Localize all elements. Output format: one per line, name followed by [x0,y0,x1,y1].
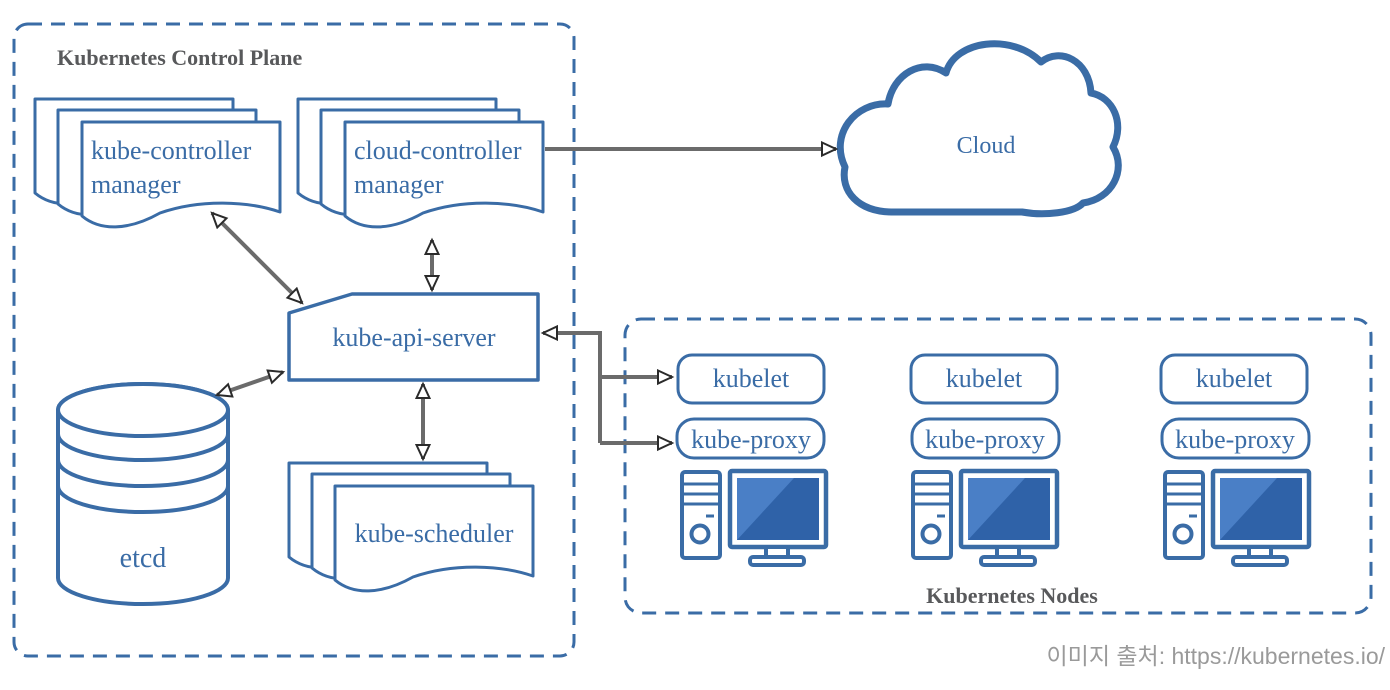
node-column-1: kubelet kube-proxy [675,353,826,565]
computer-icon [1165,471,1309,565]
nodes-border [623,317,1373,615]
arrow-controller-manager-api-server [212,213,302,303]
cloud-controller-manager-label-line2: manager [354,170,444,199]
node-column-2: kubelet kube-proxy [909,353,1061,565]
node-column-3: kubelet kube-proxy [1159,353,1311,565]
control-plane-title: Kubernetes Control Plane [57,45,302,70]
kube-proxy-label: kube-proxy [1175,425,1295,454]
arrows [212,149,836,459]
cloud-controller-manager: cloud-controller manager [296,97,545,229]
kube-scheduler-label: kube-scheduler [355,519,514,548]
database-icon-rings [56,433,230,514]
arrow-nodes-api-server-trunk [543,333,602,443]
etcd-label: etcd [120,543,167,574]
document-stack-icon-front [333,484,535,593]
kube-proxy-label: kube-proxy [691,425,811,454]
kube-proxy-box [910,417,1061,460]
kubelet-box [676,353,826,405]
kube-proxy-label: kube-proxy [925,425,1045,454]
cloud-label: Cloud [957,133,1016,159]
cloud-controller-manager-label-line1: cloud-controller [354,136,522,165]
control-plane-border [12,22,576,658]
control-plane-group: Kubernetes Control Plane [12,22,576,658]
kubelet-box [909,353,1059,405]
database-icon-top [56,382,230,438]
kube-proxy-box [1160,417,1311,460]
api-server-shape [287,292,540,382]
kube-controller-manager: kube-controller manager [33,97,282,229]
kubelet-box [1159,353,1309,405]
kube-api-server: kube-api-server [287,292,540,382]
document-stack-icon-front [343,120,545,229]
kube-controller-manager-label-line1: kube-controller [91,136,252,165]
document-stack-icon-front [80,120,282,229]
etcd: etcd [56,382,230,606]
kube-api-server-label: kube-api-server [332,323,495,352]
kube-scheduler: kube-scheduler [287,461,535,593]
cloud-icon [836,40,1122,218]
image-source-caption: 이미지 출처: https://kubernetes.io/ [1047,643,1386,669]
arrow-etcd-api-server [217,372,283,395]
kube-proxy-box [675,417,826,460]
kubernetes-nodes-group: Kubernetes Nodes [623,317,1373,615]
computer-icon [913,471,1057,565]
kubelet-label: kubelet [946,364,1023,393]
cloud: Cloud [836,40,1122,218]
kubelet-label: kubelet [713,364,790,393]
nodes-title: Kubernetes Nodes [926,583,1098,608]
computer-icon [682,471,826,565]
kubelet-label: kubelet [1196,364,1273,393]
kube-controller-manager-label-line2: manager [91,170,181,199]
